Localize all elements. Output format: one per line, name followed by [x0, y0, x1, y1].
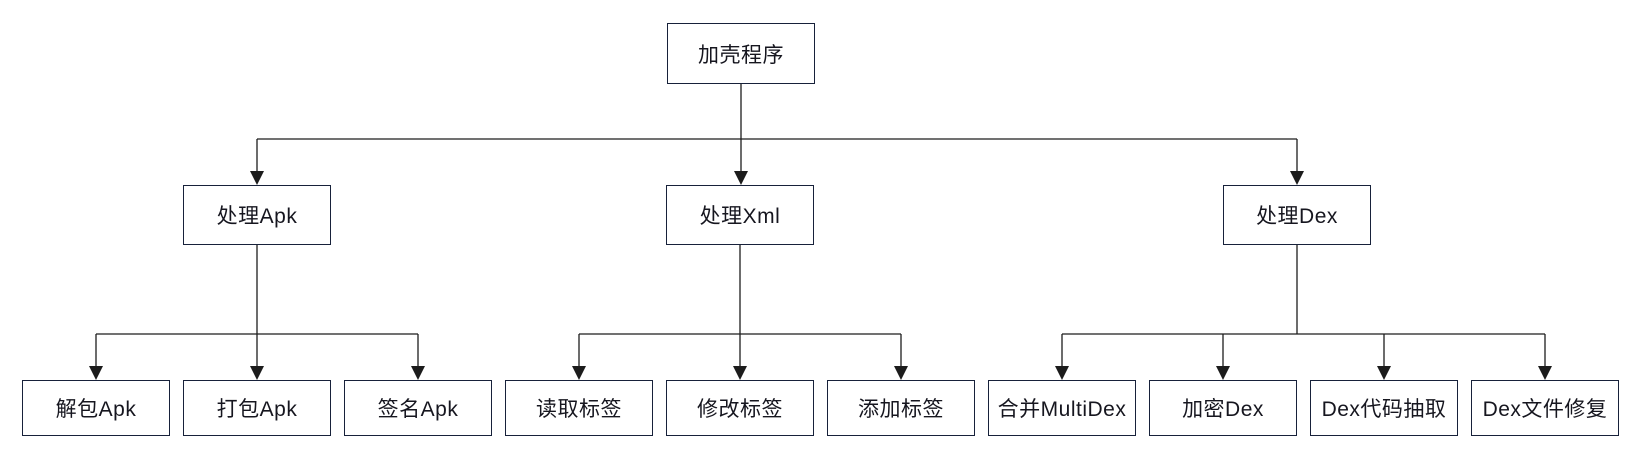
node-leaf-merge-multidex: 合并MultiDex: [988, 380, 1136, 436]
connector-apk-branch: [89, 245, 425, 380]
node-branch-apk: 处理Apk: [183, 185, 331, 245]
connector-root-to-branches: [250, 84, 1304, 185]
node-leaf-add-tag: 添加标签: [827, 380, 975, 436]
node-leaf-unpack-apk: 解包Apk: [22, 380, 170, 436]
node-leaf-dex-file-repair: Dex文件修复: [1471, 380, 1619, 436]
node-leaf-modify-tag: 修改标签: [666, 380, 814, 436]
node-branch-xml: 处理Xml: [666, 185, 814, 245]
node-root: 加壳程序: [667, 23, 815, 84]
node-leaf-pack-apk: 打包Apk: [183, 380, 331, 436]
node-branch-dex: 处理Dex: [1223, 185, 1371, 245]
node-leaf-sign-apk: 签名Apk: [344, 380, 492, 436]
connector-dex-branch: [1055, 245, 1552, 380]
node-leaf-dex-code-extract: Dex代码抽取: [1310, 380, 1458, 436]
node-leaf-encrypt-dex: 加密Dex: [1149, 380, 1297, 436]
node-leaf-read-tag: 读取标签: [505, 380, 653, 436]
connector-xml-branch: [572, 245, 908, 380]
